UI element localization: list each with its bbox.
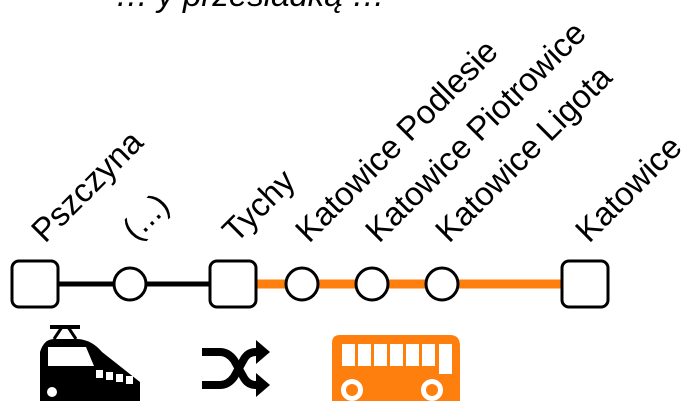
stop-marker-katowice-piotrowice [354, 266, 390, 302]
bus-icon [332, 335, 460, 401]
train-icon [40, 325, 140, 401]
stop-marker-tychy [208, 259, 258, 309]
stop-marker-katowice [560, 259, 610, 309]
stop-marker-pszczyna [10, 259, 60, 309]
stop-marker-katowice-podlesie [284, 266, 320, 302]
stop-marker-intermediate [112, 266, 148, 302]
route-title: … y przesiadką … [115, 0, 385, 13]
stop-label-katowice: Katowice [568, 128, 683, 249]
stop-marker-katowice-ligota [424, 266, 460, 302]
shuffle-icon [202, 340, 270, 397]
stop-label-tychy: Tychy [215, 161, 302, 248]
stop-label-intermediate: (...) [115, 186, 176, 247]
